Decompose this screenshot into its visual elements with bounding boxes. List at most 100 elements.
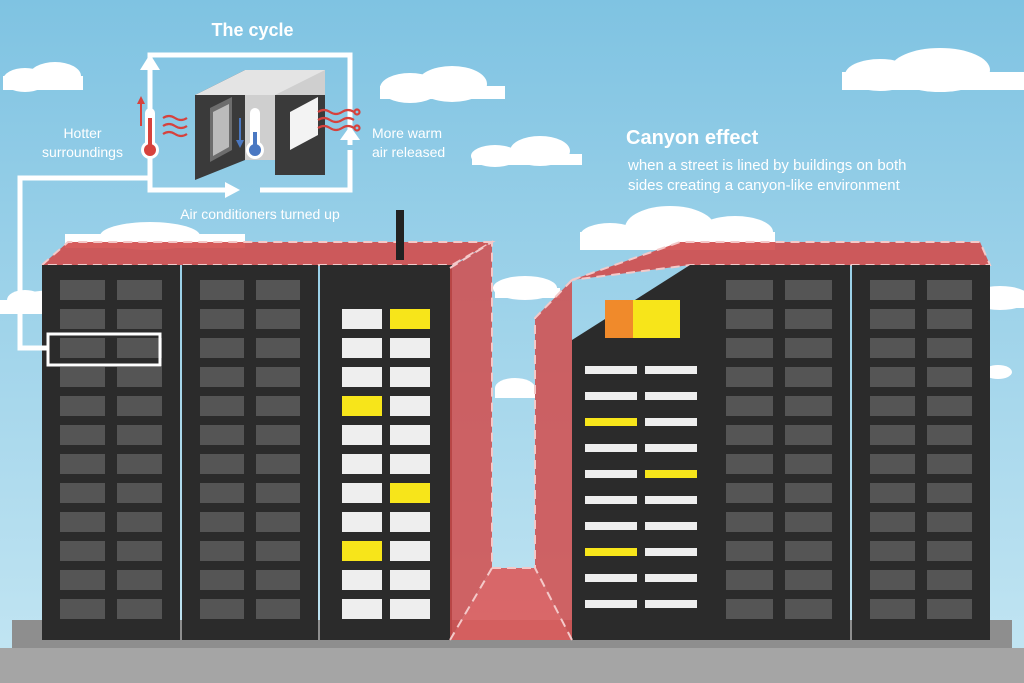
building-window — [645, 496, 697, 504]
building-window — [60, 599, 105, 619]
thermometer-hot-icon — [137, 96, 159, 159]
building-window — [785, 338, 832, 358]
building-window — [585, 366, 637, 374]
canyon-effect-title: Canyon effect — [626, 127, 759, 149]
building-window — [645, 366, 697, 374]
building-window — [726, 367, 773, 387]
building-window — [60, 570, 105, 590]
building-window — [256, 280, 300, 300]
label-line: surroundings — [42, 144, 123, 160]
building-window — [585, 600, 637, 608]
building-window — [200, 367, 244, 387]
building-window — [390, 309, 430, 329]
description-line: when a street is lined by buildings on b… — [628, 157, 907, 174]
building-window — [117, 280, 162, 300]
building-window — [927, 512, 972, 532]
building-window — [342, 396, 382, 416]
building-window — [585, 470, 637, 478]
building-window — [927, 425, 972, 445]
building-window — [256, 454, 300, 474]
building-window — [390, 512, 430, 532]
building-window — [585, 496, 637, 504]
building-window — [200, 599, 244, 619]
building-window — [200, 512, 244, 532]
building-window — [200, 309, 244, 329]
antenna — [396, 210, 404, 260]
building-window — [870, 483, 915, 503]
cloud — [471, 136, 582, 167]
building-window — [390, 483, 430, 503]
building-window — [390, 570, 430, 590]
building-window — [726, 454, 773, 474]
building-window — [200, 570, 244, 590]
building-window — [256, 570, 300, 590]
cycle-arrowheads — [140, 54, 360, 198]
building-window — [200, 425, 244, 445]
building-window — [785, 280, 832, 300]
cloud — [580, 206, 775, 250]
building-window — [645, 548, 697, 556]
building-window — [927, 367, 972, 387]
building-window — [342, 599, 382, 619]
building-window — [785, 396, 832, 416]
building-window — [927, 570, 972, 590]
building-window — [785, 425, 832, 445]
warm-air-label: More warm air released — [372, 124, 472, 162]
thermometer-cold-icon — [236, 108, 264, 159]
building-window — [390, 425, 430, 445]
canyon-effect-description: when a street is lined by buildings on b… — [628, 156, 958, 196]
building-window — [256, 367, 300, 387]
building-window — [342, 512, 382, 532]
building-window — [585, 444, 637, 452]
building-window — [342, 367, 382, 387]
building-window — [200, 338, 244, 358]
building-window — [60, 396, 105, 416]
building-window — [256, 512, 300, 532]
building-window — [726, 599, 773, 619]
cloud — [3, 62, 83, 92]
building-window — [256, 541, 300, 561]
building-window — [200, 541, 244, 561]
building-window — [117, 396, 162, 416]
building-window — [117, 367, 162, 387]
building-window — [390, 396, 430, 416]
building-window — [726, 483, 773, 503]
building-window — [256, 425, 300, 445]
building-window — [60, 512, 105, 532]
building-window — [870, 599, 915, 619]
ac-turned-up-label: Air conditioners turned up — [180, 206, 340, 222]
building-window — [390, 599, 430, 619]
building-window — [645, 418, 697, 426]
building-window — [927, 454, 972, 474]
building-window — [870, 396, 915, 416]
building-window — [927, 541, 972, 561]
building-window — [785, 512, 832, 532]
building-window — [256, 483, 300, 503]
building-window — [117, 309, 162, 329]
building-window — [390, 338, 430, 358]
building-window — [785, 483, 832, 503]
building-window — [342, 425, 382, 445]
heat-roof — [42, 242, 492, 265]
cloud — [984, 365, 1012, 379]
building-window — [870, 425, 915, 445]
building-window — [60, 425, 105, 445]
building-window — [870, 570, 915, 590]
cycle-title: The cycle — [211, 20, 294, 40]
left-building-roofs — [39, 241, 496, 266]
building-window — [60, 338, 105, 358]
building-window — [927, 483, 972, 503]
building-window — [117, 454, 162, 474]
building-window — [200, 396, 244, 416]
building-window — [390, 541, 430, 561]
heat-roof — [572, 242, 990, 280]
hotter-surroundings-label: Hotter surroundings — [30, 124, 135, 162]
building-window — [870, 512, 915, 532]
label-line: More warm — [372, 125, 443, 141]
building-window — [585, 548, 637, 556]
building-window — [645, 392, 697, 400]
building-window — [726, 425, 773, 445]
building-window — [870, 454, 915, 474]
heat-waves-icon — [162, 114, 188, 138]
